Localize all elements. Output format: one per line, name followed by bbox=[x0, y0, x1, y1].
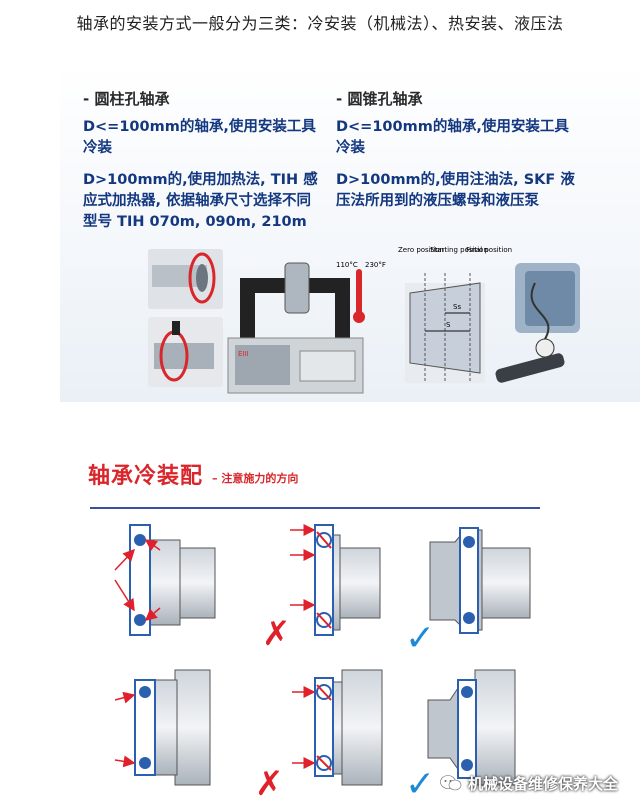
correct-mark-row1: ✓ bbox=[405, 618, 436, 659]
induction-heater: EIII bbox=[227, 262, 364, 394]
cold-mounting-diagrams bbox=[114, 524, 531, 786]
drive-up-diagram: Zero position Starting position Final po… bbox=[398, 246, 512, 383]
heater-brand: EIII bbox=[238, 350, 249, 358]
section-divider bbox=[90, 507, 540, 509]
left-column-title: - 圆柱孔轴承 bbox=[83, 90, 170, 108]
temp-celsius: 110°C bbox=[336, 261, 358, 269]
watermark-text: 机械设备维修保养大全 bbox=[468, 774, 619, 793]
wrong-mark-row2: ✗ bbox=[255, 764, 284, 804]
right-column-title: - 圆锥孔轴承 bbox=[336, 90, 423, 108]
wechat-icon bbox=[440, 775, 462, 791]
hydraulic-nut-and-pump bbox=[495, 263, 580, 383]
label-s: S bbox=[446, 321, 451, 329]
right-column-p1: D<=100mm的轴承,使用安装工具冷装 bbox=[336, 119, 569, 156]
diagram-housing-tool-both-rings bbox=[292, 669, 383, 786]
label-ss: Ss bbox=[453, 303, 461, 311]
section-title: 轴承冷装配 bbox=[88, 463, 204, 489]
wrong-mark-row1: ✗ bbox=[262, 614, 291, 654]
page-heading: 轴承的安装方式一般分为三类：冷安装（机械法）、热安装、液压法 bbox=[76, 14, 564, 33]
watermark: 机械设备维修保养大全 bbox=[440, 768, 640, 798]
diagram-housing-wrong-force bbox=[114, 669, 211, 786]
label-starting-position: Starting position bbox=[430, 246, 488, 254]
left-column-p1: D<=100mm的轴承,使用安装工具冷装 bbox=[83, 119, 316, 156]
diagram-shaft-correct-sleeve bbox=[429, 527, 531, 634]
mounting-methods-figure: EIII 110°C 230°F Zero position Starting … bbox=[148, 246, 580, 394]
diagram-shaft-tool-both-rings bbox=[290, 524, 381, 636]
section-subtitle: – 注意施力的方向 bbox=[212, 472, 299, 485]
cold-mount-photos bbox=[148, 249, 223, 387]
diagram-shaft-wrong-force bbox=[114, 524, 216, 636]
correct-mark-row2: ✓ bbox=[405, 764, 436, 805]
label-final-position: Final position bbox=[466, 246, 512, 254]
label-zero-position: Zero position bbox=[398, 246, 444, 254]
diagram-housing-correct-sleeve bbox=[427, 669, 516, 786]
temp-fahrenheit: 230°F bbox=[365, 261, 386, 269]
thermometer-icon: 110°C 230°F bbox=[336, 261, 386, 323]
left-column-p2: D>100mm的,使用加热法, TIH 感应式加热器, 依据轴承尺寸选择不同型号… bbox=[83, 172, 318, 230]
right-column-p2: D>100mm的,使用注油法, SKF 液压法所用到的液压螺母和液压泵 bbox=[336, 172, 575, 209]
